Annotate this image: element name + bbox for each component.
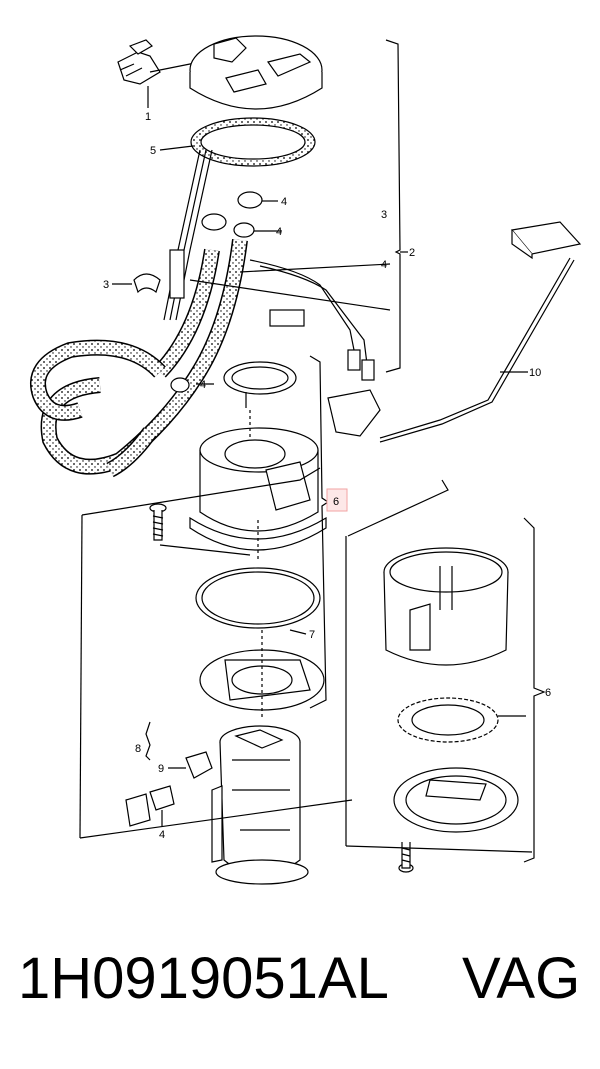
reservoir-housing-detail-6 [383,547,509,666]
clip-part-3 [112,273,161,294]
callout-7: 7 [309,629,315,641]
callout-6b: 6 [545,687,551,699]
part-number: 1H0919051AL [18,946,389,1011]
callout-3b: 3 [103,279,109,291]
callout-2: 2 [409,247,415,259]
callout-4e: 4 [159,829,165,841]
retainer-ring-upper [223,361,297,408]
callout-10: 10 [529,367,541,379]
callout-8: 8 [135,743,141,755]
fuel-pump-module [211,725,309,885]
fuel-pump-exploded-diagram: 1 5 4 4 3 2 3 4 10 4 6 7 8 9 4 6 [30,35,582,885]
screw [149,503,167,541]
gasket-part-9 [168,751,213,779]
fuel-hose [30,239,248,478]
fuel-reservoir-housing [189,427,327,551]
callout-1: 1 [145,111,151,123]
flange-cover [189,35,323,110]
callout-4d: 4 [200,379,206,391]
lock-ring-detail [393,767,519,833]
wiring-harness [163,149,375,381]
clamp-part-4-lower [125,785,175,827]
highlight-box [326,488,348,512]
callout-4b: 4 [276,226,282,238]
callout-3a: 3 [381,209,387,221]
callout-4c: 4 [381,259,387,271]
callout-5: 5 [150,145,156,157]
callout-4a: 4 [281,196,287,208]
level-sender-part-10 [327,221,582,443]
gasket-part-7 [195,567,321,635]
screw-detail [398,842,414,873]
brand-name: VAG [462,946,581,1011]
toothed-ring-detail [397,697,526,743]
seal-ring-part-5 [159,117,316,167]
callout-9: 9 [158,763,164,775]
callout-6a: 6 [333,496,339,508]
hose-clamp-part-4-upper [201,191,278,238]
